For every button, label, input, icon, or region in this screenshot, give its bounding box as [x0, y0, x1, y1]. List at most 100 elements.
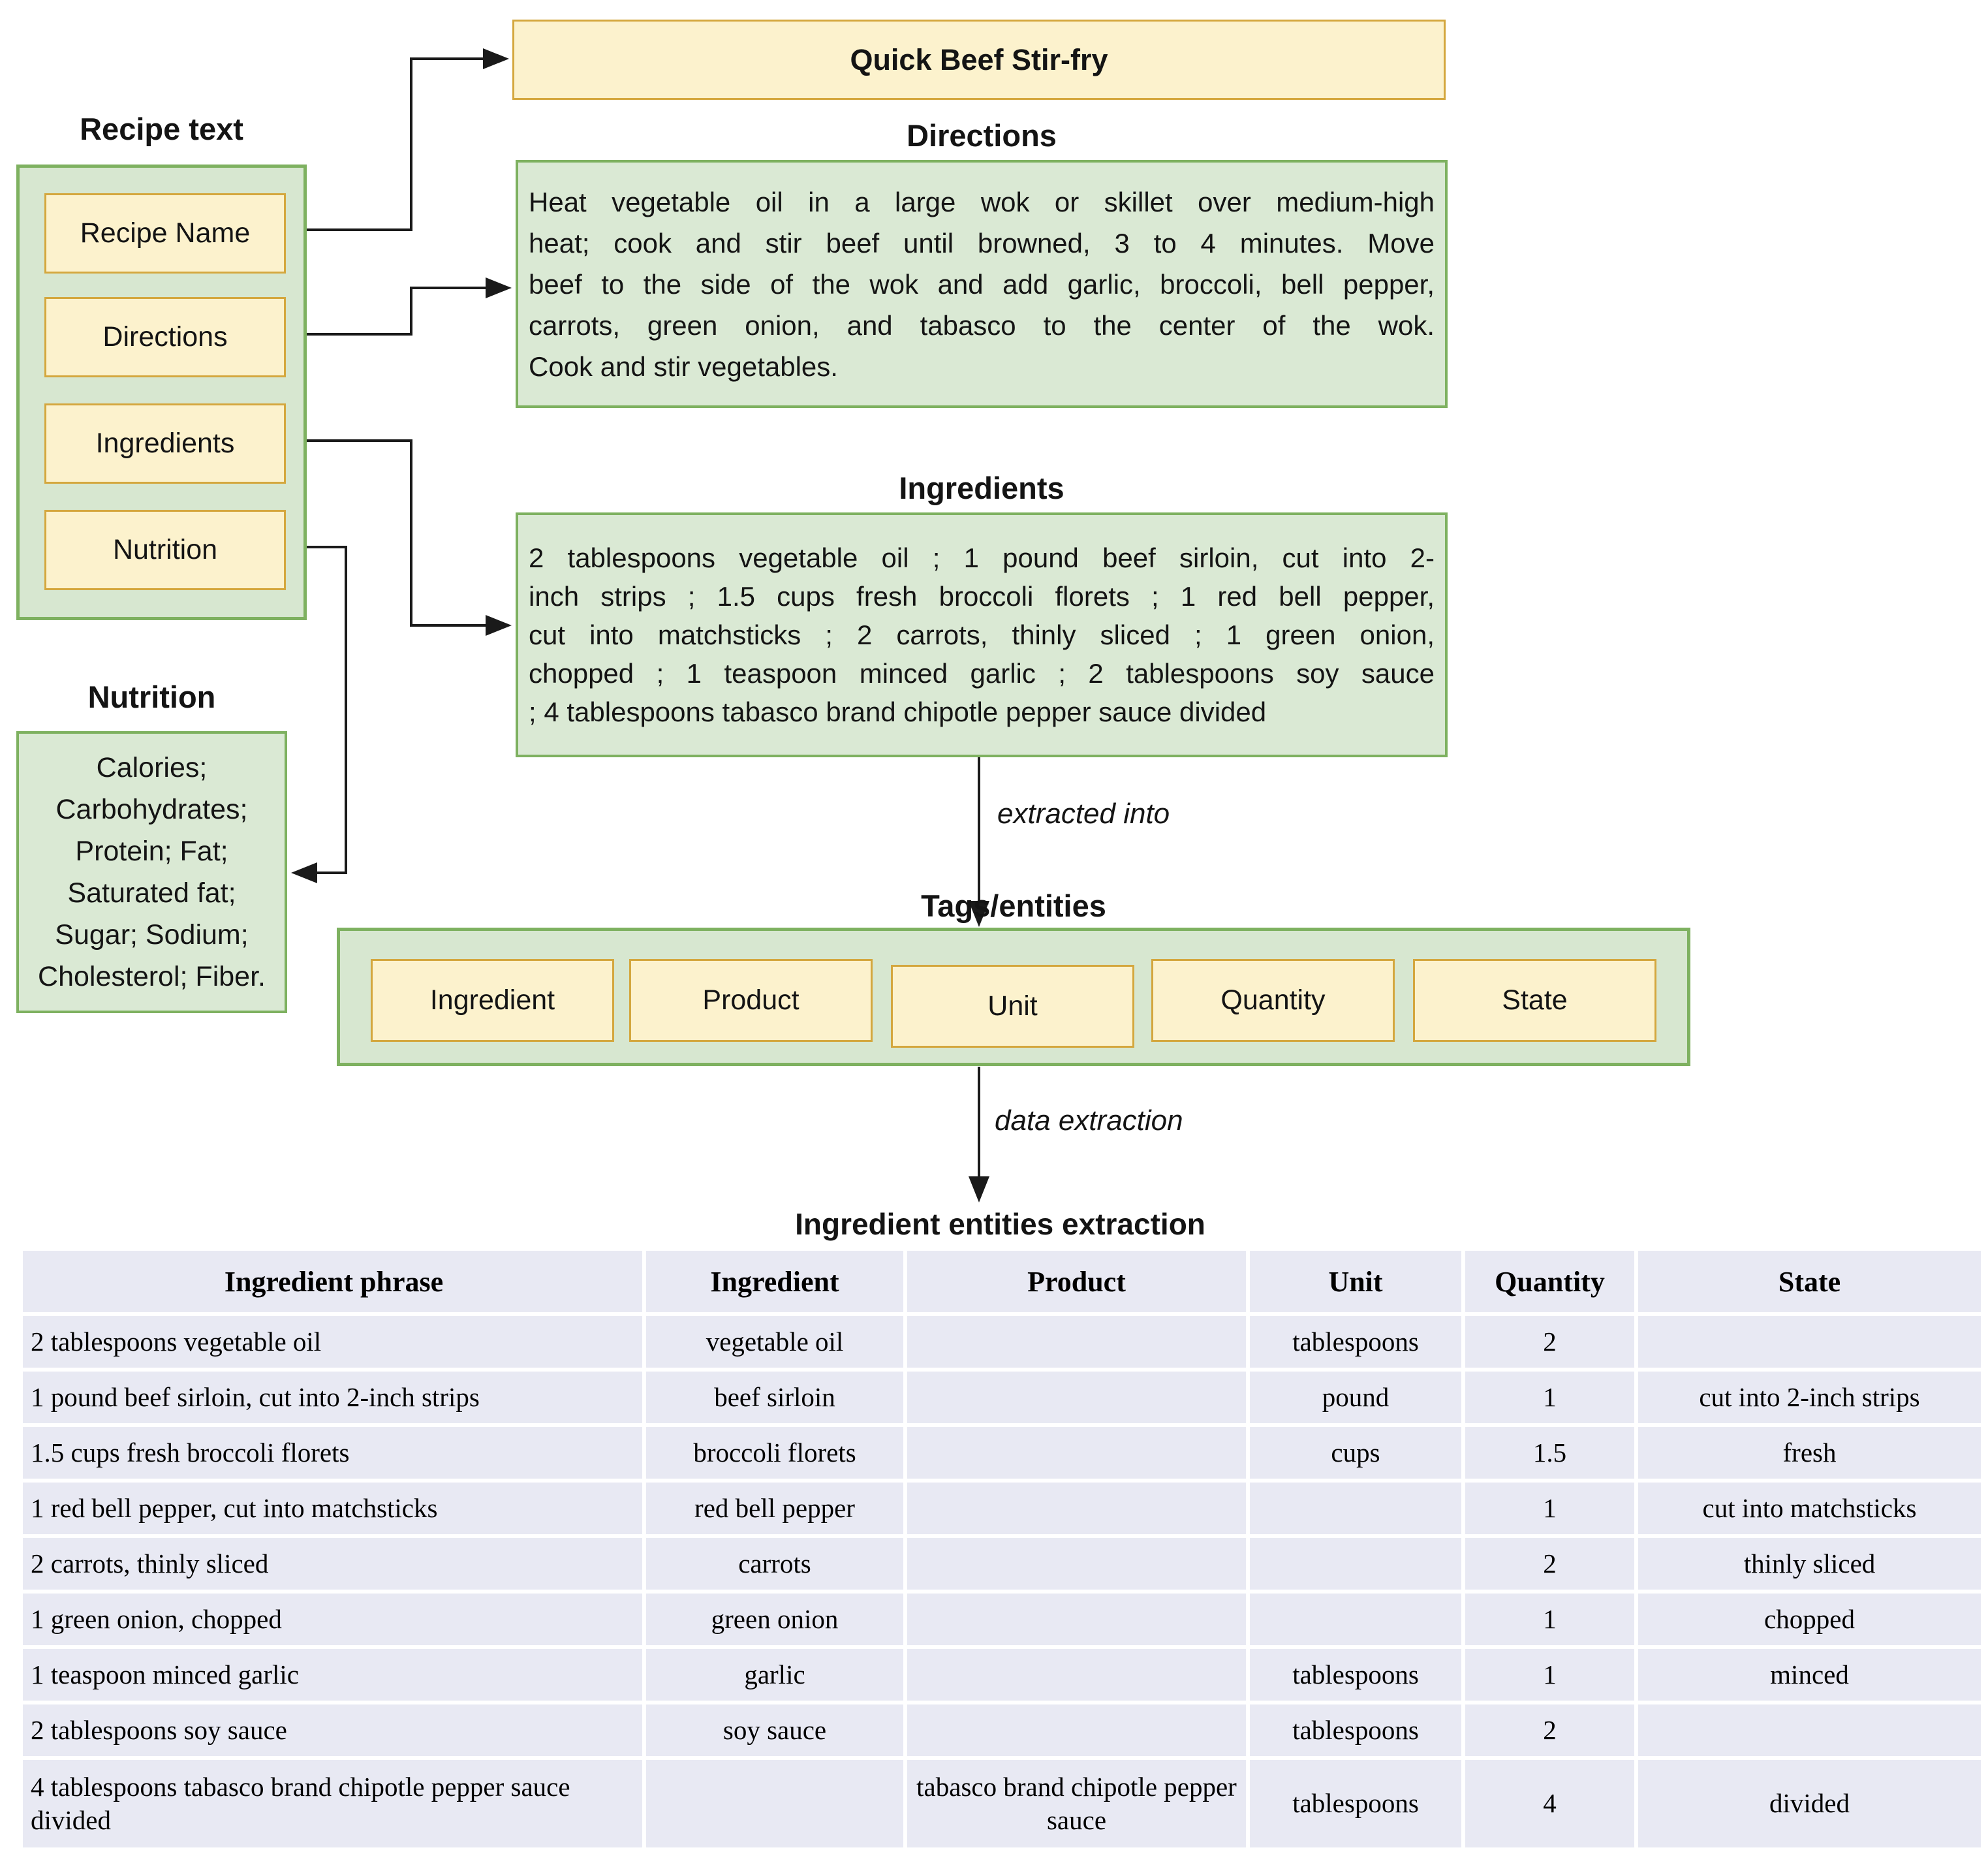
- tag-box-product: Product: [629, 959, 873, 1042]
- recipe-title-box: Quick Beef Stir-fry: [512, 20, 1446, 100]
- nutrition-text-line: Saturated fat;: [67, 877, 236, 909]
- table-cell: divided: [1638, 1760, 1981, 1847]
- directions-text-line: heat; cook and stir beef until browned, …: [529, 227, 1435, 259]
- table-cell: 2: [1465, 1316, 1634, 1368]
- table-cell: 1 teaspoon minced garlic: [23, 1649, 642, 1701]
- table-cell: tablespoons: [1250, 1760, 1461, 1847]
- arrow-directions-to-panel: [283, 277, 512, 336]
- table-cell: broccoli florets: [646, 1427, 903, 1479]
- table-cell: [1250, 1483, 1461, 1534]
- table-cell: tablespoons: [1250, 1316, 1461, 1368]
- tag-label: Ingredient: [429, 984, 555, 1016]
- table-cell: [907, 1594, 1246, 1645]
- directions-text-line: carrots, green onion, and tabasco to the…: [529, 309, 1435, 341]
- table-cell: cut into 2-inch strips: [1638, 1372, 1981, 1423]
- table-cell: tabasco brand chipotle pepper sauce: [907, 1760, 1246, 1847]
- table-cell: 1: [1465, 1372, 1634, 1423]
- nutrition-text-line: Cholesterol; Fiber.: [38, 961, 266, 992]
- directions-text-line: beef to the side of the wok and add garl…: [529, 268, 1435, 300]
- table-cell: tablespoons: [1250, 1649, 1461, 1701]
- arrow-recipe-name-to-title: [283, 48, 509, 231]
- recipe-text-container: Recipe Name Directions Ingredients Nutri…: [16, 165, 307, 620]
- table-header-cell: State: [1638, 1251, 1981, 1312]
- tags-entities-heading: Tags/entities: [921, 888, 1106, 923]
- directions-panel: Heat vegetable oil in a large wok or ski…: [516, 160, 1448, 408]
- tag-box-ingredient: Ingredient: [371, 959, 614, 1042]
- table-cell: [907, 1704, 1246, 1756]
- directions-text-line: Cook and stir vegetables.: [529, 351, 838, 382]
- table-cell: [907, 1427, 1246, 1479]
- recipe-text-item-label: Recipe Name: [80, 217, 251, 249]
- table-header-cell: Quantity: [1465, 1251, 1634, 1312]
- table-cell: [907, 1649, 1246, 1701]
- ingredients-text-line: cut into matchsticks ; 2 carrots, thinly…: [529, 620, 1435, 650]
- table-heading: Ingredient entities extraction: [795, 1207, 1205, 1241]
- table-cell: vegetable oil: [646, 1316, 903, 1368]
- ingredients-text-line: 2 tablespoons vegetable oil ; 1 pound be…: [529, 542, 1435, 573]
- table-cell: 4: [1465, 1760, 1634, 1847]
- table-cell: pound: [1250, 1372, 1461, 1423]
- recipe-title: Quick Beef Stir-fry: [850, 42, 1108, 76]
- tags-entities-container: Ingredient Product Unit Quantity State: [337, 928, 1690, 1066]
- table-cell: 1: [1465, 1649, 1634, 1701]
- tag-label: Quantity: [1220, 984, 1326, 1016]
- tag-box-quantity: Quantity: [1151, 959, 1395, 1042]
- recipe-text-item-nutrition: Nutrition: [44, 510, 286, 590]
- table-cell: minced: [1638, 1649, 1981, 1701]
- directions-text-line: Heat vegetable oil in a large wok or ski…: [529, 186, 1435, 217]
- table-cell: 1: [1465, 1483, 1634, 1534]
- table-cell: red bell pepper: [646, 1483, 903, 1534]
- nutrition-panel: Calories; Carbohydrates; Protein; Fat; S…: [16, 731, 287, 1013]
- ingredients-text-line: chopped ; 1 teaspoon minced garlic ; 2 t…: [529, 658, 1435, 689]
- table-cell: [907, 1483, 1246, 1534]
- table-cell: 1.5: [1465, 1427, 1634, 1479]
- ingredients-text-line: ; 4 tablespoons tabasco brand chipotle p…: [529, 697, 1267, 727]
- table-cell: [1638, 1704, 1981, 1756]
- nutrition-text-line: Calories;: [96, 752, 208, 783]
- arrow-ingredients-to-panel: [283, 439, 512, 636]
- edge-label-extracted-into: extracted into: [997, 798, 1170, 830]
- recipe-text-item-directions: Directions: [44, 297, 286, 377]
- table-cell: [646, 1760, 903, 1847]
- table-cell: 2: [1465, 1538, 1634, 1590]
- tag-label: Product: [702, 984, 800, 1016]
- nutrition-text-line: Protein; Fat;: [75, 836, 228, 867]
- recipe-text-item-ingredients: Ingredients: [44, 403, 286, 484]
- table-cell: [1638, 1316, 1981, 1368]
- recipe-text-item-label: Ingredients: [95, 428, 235, 459]
- table-cell: 1: [1465, 1594, 1634, 1645]
- table-cell: cups: [1250, 1427, 1461, 1479]
- table-cell: beef sirloin: [646, 1372, 903, 1423]
- table-cell: 4 tablespoons tabasco brand chipotle pep…: [23, 1760, 642, 1847]
- table-cell: green onion: [646, 1594, 903, 1645]
- table-header-cell: Unit: [1250, 1251, 1461, 1312]
- table-header-cell: Ingredient: [646, 1251, 903, 1312]
- table-cell: [1250, 1594, 1461, 1645]
- table-cell: 1 green onion, chopped: [23, 1594, 642, 1645]
- table-cell: 1.5 cups fresh broccoli florets: [23, 1427, 642, 1479]
- table-cell: cut into matchsticks: [1638, 1483, 1981, 1534]
- table-cell: 1 pound beef sirloin, cut into 2-inch st…: [23, 1372, 642, 1423]
- table-cell: chopped: [1638, 1594, 1981, 1645]
- ingredients-panel: 2 tablespoons vegetable oil ; 1 pound be…: [516, 512, 1448, 757]
- table-cell: [907, 1538, 1246, 1590]
- table-cell: 2: [1465, 1704, 1634, 1756]
- nutrition-text-line: Carbohydrates;: [55, 794, 248, 825]
- tag-label: State: [1502, 984, 1568, 1016]
- table-cell: 1 red bell pepper, cut into matchsticks: [23, 1483, 642, 1534]
- table-cell: 2 tablespoons vegetable oil: [23, 1316, 642, 1368]
- table-cell: [907, 1316, 1246, 1368]
- table-header-cell: Product: [907, 1251, 1246, 1312]
- ingredients-heading: Ingredients: [899, 471, 1064, 505]
- nutrition-text-line: Sugar; Sodium;: [55, 919, 249, 950]
- nutrition-heading: Nutrition: [87, 680, 216, 714]
- recipe-text-item-label: Nutrition: [112, 534, 218, 565]
- table-cell: 2 carrots, thinly sliced: [23, 1538, 642, 1590]
- tag-box-state: State: [1413, 959, 1656, 1042]
- table-cell: [907, 1372, 1246, 1423]
- recipe-text-item-recipe-name: Recipe Name: [44, 193, 286, 274]
- directions-heading: Directions: [907, 118, 1057, 153]
- recipe-text-heading: Recipe text: [80, 112, 243, 146]
- table-cell: thinly sliced: [1638, 1538, 1981, 1590]
